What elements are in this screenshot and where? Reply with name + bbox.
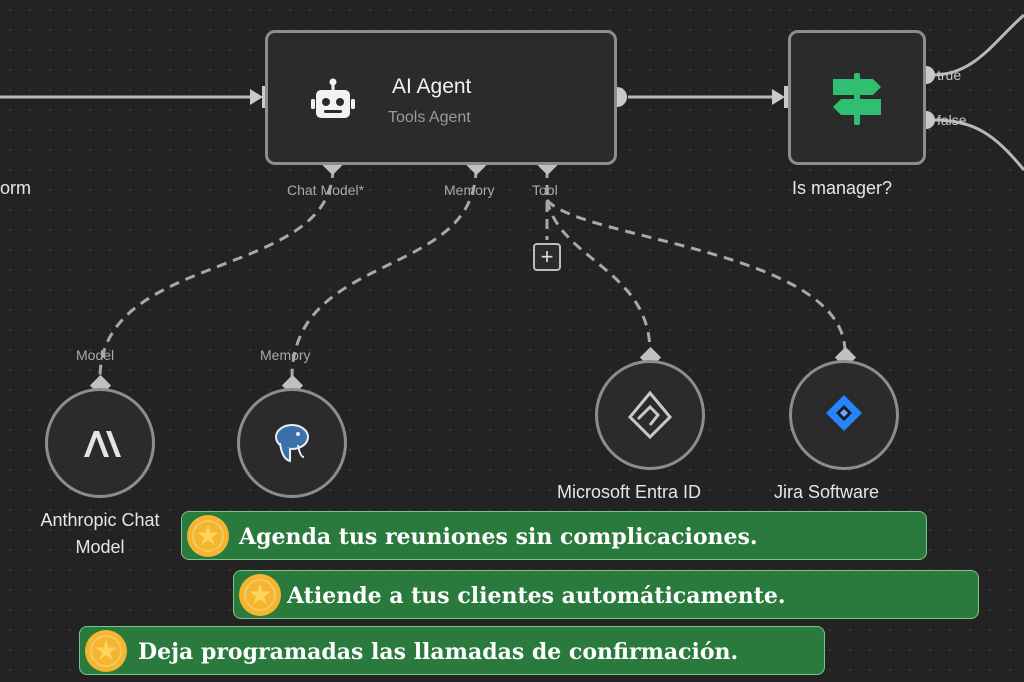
port-label-memory: Memory bbox=[444, 182, 495, 198]
anthropic-label-line1: Anthropic Chat bbox=[40, 510, 160, 530]
entra-id-label: Microsoft Entra ID bbox=[557, 482, 702, 502]
signpost-icon bbox=[833, 73, 881, 125]
jira-icon bbox=[826, 395, 862, 431]
anthropic-chat-model-node[interactable] bbox=[45, 388, 155, 498]
jira-label: Jira Software bbox=[774, 482, 880, 502]
star-icon: ★ bbox=[85, 630, 127, 672]
agent-subtitle: Tools Agent bbox=[388, 109, 471, 126]
jira-software-node[interactable] bbox=[789, 360, 899, 470]
wire-memory bbox=[290, 167, 478, 379]
feature-banner-1: ★ Agenda tus reuniones sin complicacione… bbox=[181, 511, 927, 560]
banner-text: Agenda tus reuniones sin complicaciones. bbox=[239, 524, 758, 550]
wire-true-output bbox=[932, 13, 1024, 77]
is-manager-node[interactable] bbox=[788, 30, 926, 165]
postgres-icon bbox=[275, 424, 309, 463]
ai-agent-node[interactable]: AI Agent Tools Agent bbox=[265, 30, 617, 165]
anthropic-label-line2: Model bbox=[75, 537, 125, 557]
port-label-tool: Tool bbox=[532, 182, 558, 198]
port-label-chat-model: Chat Model* bbox=[287, 182, 365, 198]
anthropic-icon bbox=[84, 431, 121, 457]
arrow-icon bbox=[772, 89, 785, 105]
input-port bbox=[784, 86, 791, 108]
wire-false-output bbox=[932, 118, 1024, 171]
output-label-false: false bbox=[937, 112, 967, 128]
star-icon: ★ bbox=[187, 515, 229, 557]
wire-chat-model bbox=[98, 167, 335, 379]
banner-text: Deja programadas las llamadas de confirm… bbox=[138, 639, 739, 665]
wire-tool-entra bbox=[545, 199, 652, 353]
entra-id-icon bbox=[627, 390, 673, 440]
port-label-memory-sub: Memory bbox=[260, 347, 311, 363]
switch-node-label: Is manager? bbox=[792, 178, 893, 198]
wire-tool-jira bbox=[545, 198, 847, 353]
port-label-model: Model bbox=[76, 347, 115, 363]
arrow-icon bbox=[250, 89, 263, 105]
robot-icon bbox=[311, 78, 355, 118]
star-icon: ★ bbox=[239, 574, 281, 616]
feature-banner-2: ★ Atiende a tus clientes automáticamente… bbox=[233, 570, 979, 619]
agent-title: AI Agent bbox=[392, 75, 472, 98]
banner-text: Atiende a tus clientes automáticamente. bbox=[287, 583, 786, 609]
feature-banner-3: ★ Deja programadas las llamadas de confi… bbox=[79, 626, 825, 675]
add-tool-button[interactable]: + bbox=[533, 243, 561, 271]
microsoft-entra-id-node[interactable] bbox=[595, 360, 705, 470]
postgres-memory-node[interactable] bbox=[237, 388, 347, 498]
prev-node-label: orm bbox=[0, 178, 31, 198]
output-label-true: true bbox=[937, 67, 962, 83]
